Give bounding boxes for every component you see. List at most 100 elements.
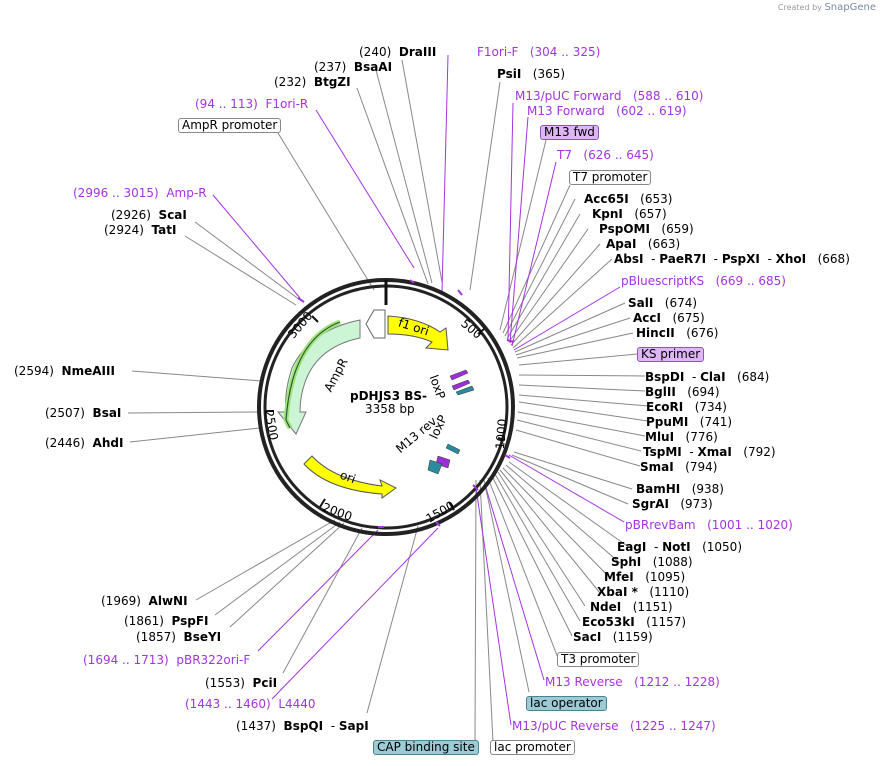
primer-f1ori-f[interactable]: F1ori-F (304 .. 325)	[477, 45, 600, 59]
primer-f1ori-r[interactable]: (94 .. 113) F1ori-R	[195, 97, 308, 111]
primer-name: pBRrevBam	[625, 518, 696, 532]
enzyme-psii[interactable]: PsiI (365)	[497, 67, 565, 81]
feature-t3-promoter[interactable]: T3 promoter	[557, 652, 640, 667]
f1-ori-feature[interactable]	[387, 315, 449, 351]
feature-t7-promoter[interactable]: T7 promoter	[569, 170, 652, 185]
site-pos: (2924)	[104, 223, 144, 237]
enzyme-apai[interactable]: ApaI (663)	[606, 237, 680, 251]
enzyme-scai[interactable]: (2926) ScaI	[111, 208, 187, 222]
enzyme-name: AlwNI	[148, 594, 188, 608]
enzyme-mlui[interactable]: MluI (776)	[645, 430, 718, 444]
enzyme-ndei[interactable]: NdeI (1151)	[590, 600, 673, 614]
enzyme-name: PsiI	[497, 67, 522, 81]
primer-l4440[interactable]: (1443 .. 1460) L4440	[185, 697, 316, 711]
enzyme-bsaai[interactable]: (237) BsaAI	[314, 60, 392, 74]
enzyme-sgrai[interactable]: SgrAI (973)	[632, 497, 713, 511]
site-pos: (2926)	[111, 208, 151, 222]
enzyme-name: PspOMI	[599, 222, 650, 236]
primer-pos: (1001 .. 1020)	[707, 518, 793, 532]
enzyme-name: SmaI	[640, 460, 674, 474]
enzyme-name: NotI	[662, 540, 691, 554]
enzyme-xbai[interactable]: XbaI * (1110)	[597, 585, 689, 599]
enzyme-name: BglII	[645, 385, 676, 399]
enzyme-tati[interactable]: (2924) TatI	[104, 223, 176, 237]
enzyme-name: BspQI	[283, 719, 324, 733]
enzyme-name: ScaI	[158, 208, 187, 222]
enzyme-name: SgrAI	[632, 497, 669, 511]
enzyme-tspmi-xmai[interactable]: TspMI - XmaI (792)	[643, 445, 776, 459]
loxp-features[interactable]	[427, 369, 475, 475]
enzyme-kpni[interactable]: KpnI (657)	[592, 207, 667, 221]
enzyme-btgzi[interactable]: (232) BtgZI	[274, 75, 351, 89]
feature-cap-binding-site[interactable]: CAP binding site	[373, 740, 479, 755]
enzyme-sphi[interactable]: SphI (1088)	[611, 555, 693, 569]
primer-pbluescriptks[interactable]: pBluescriptKS (669 .. 685)	[621, 274, 786, 288]
tick-marks	[266, 315, 506, 511]
site-pos: (240)	[359, 45, 392, 59]
enzyme-acci[interactable]: AccI (675)	[633, 311, 705, 325]
enzyme-acc65i[interactable]: Acc65I (653)	[584, 192, 672, 206]
site-pos: (1050)	[702, 540, 742, 554]
site-pos: (365)	[532, 67, 566, 81]
site-pos: (1861)	[124, 614, 164, 628]
feature-ks-primer[interactable]: KS primer	[637, 347, 705, 362]
primer-name: F1ori-R	[265, 97, 309, 111]
enzyme-pspfi[interactable]: (1861) PspFI	[124, 614, 209, 628]
enzyme-pspomi[interactable]: PspOMI (659)	[599, 222, 694, 236]
site-pos: (1857)	[136, 630, 176, 644]
enzyme-eagi-noti[interactable]: EagI - NotI (1050)	[617, 540, 742, 554]
enzyme-name: DraIII	[398, 45, 437, 59]
enzyme-ppumi[interactable]: PpuMI (741)	[646, 415, 732, 429]
site-pos: (684)	[737, 370, 770, 384]
primer-m13-forward[interactable]: M13 Forward (602 .. 619)	[527, 104, 687, 118]
primer-pos: (602 .. 619)	[616, 104, 687, 118]
enzyme-eco53ki[interactable]: Eco53kI (1157)	[582, 615, 686, 629]
primer-amp-r[interactable]: (2996 .. 3015) Amp-R	[73, 186, 207, 200]
primer-pos: (304 .. 325)	[529, 45, 601, 59]
primer-t7[interactable]: T7 (626 .. 645)	[557, 148, 654, 162]
primer-name: F1ori-F	[477, 45, 519, 59]
enzyme-absi-xhoi[interactable]: AbsI - PaeR7I - PspXI - XhoI (668)	[614, 252, 850, 266]
ori-feature[interactable]	[303, 455, 397, 499]
ampr-promoter-arrow[interactable]	[365, 309, 386, 339]
site-pos: (674)	[664, 296, 698, 310]
primer-pbr322ori-f[interactable]: (1694 .. 1713) pBR322ori-F	[83, 653, 250, 667]
primer-m13puc-forward[interactable]: M13/pUC Forward (588 .. 610)	[515, 89, 703, 103]
enzyme-name: XbaI *	[597, 585, 638, 599]
enzyme-smai[interactable]: SmaI (794)	[640, 460, 717, 474]
enzyme-saci[interactable]: SacI (1159)	[573, 630, 653, 644]
enzyme-ahdi[interactable]: (2446) AhdI	[45, 436, 123, 450]
site-pos: (653)	[640, 192, 673, 206]
site-pos: (973)	[680, 497, 713, 511]
enzyme-alwni[interactable]: (1969) AlwNI	[101, 594, 188, 608]
enzyme-draiii[interactable]: (240) DraIII	[359, 45, 436, 59]
feature-lac-promoter[interactable]: lac promoter	[490, 740, 575, 755]
enzyme-name: NmeAIII	[61, 364, 115, 378]
site-pos: (675)	[672, 311, 705, 325]
enzyme-mfei[interactable]: MfeI (1095)	[604, 570, 685, 584]
site-pos: (792)	[743, 445, 776, 459]
enzyme-name: BtgZI	[313, 75, 351, 89]
enzyme-bspdi-clai[interactable]: BspDI - ClaI (684)	[645, 370, 770, 384]
site-pos: (2594)	[14, 364, 54, 378]
enzyme-sali[interactable]: SalI (674)	[628, 296, 697, 310]
enzyme-bamhi[interactable]: BamHI (938)	[636, 482, 724, 496]
enzyme-bsai[interactable]: (2507) BsaI	[45, 406, 121, 420]
enzyme-ecori[interactable]: EcoRI (734)	[646, 400, 727, 414]
primer-pos: (94 .. 113)	[195, 97, 258, 111]
enzyme-hincii[interactable]: HincII (676)	[636, 326, 718, 340]
enzyme-pcii[interactable]: (1553) PciI	[205, 676, 277, 690]
primer-m13-reverse[interactable]: M13 Reverse (1212 .. 1228)	[545, 675, 720, 689]
feature-ampr-promoter[interactable]: AmpR promoter	[178, 118, 282, 133]
enzyme-name: EcoRI	[646, 400, 684, 414]
enzyme-bspqi-sapi[interactable]: (1437) BspQI - SapI	[236, 719, 369, 733]
enzyme-name: NdeI	[590, 600, 622, 614]
feature-m13-fwd[interactable]: M13 fwd	[540, 125, 599, 140]
enzyme-bglii[interactable]: BglII (694)	[645, 385, 720, 399]
feature-lac-operator[interactable]: lac operator	[526, 696, 607, 711]
primer-m13puc-reverse[interactable]: M13/pUC Reverse (1225 .. 1247)	[512, 719, 716, 733]
enzyme-bseyi[interactable]: (1857) BseYI	[136, 630, 221, 644]
primer-pbrrevbam[interactable]: pBRrevBam (1001 .. 1020)	[625, 518, 793, 532]
enzyme-nmeaiii[interactable]: (2594) NmeAIII	[14, 364, 115, 378]
enzyme-name: PciI	[252, 676, 278, 690]
